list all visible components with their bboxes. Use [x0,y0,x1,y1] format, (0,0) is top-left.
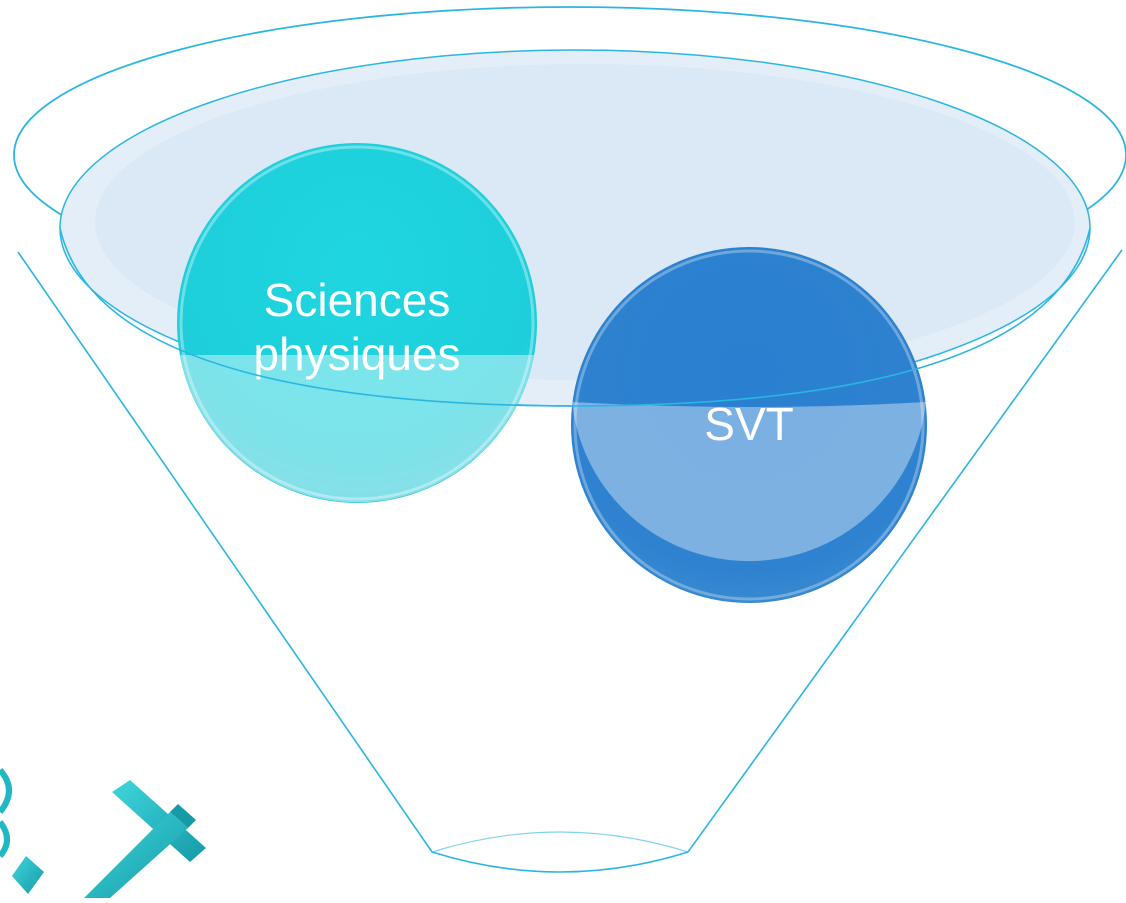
circle-sciences-physiques: Sciences physiques [177,143,537,503]
circle-sciences-label-line1: Sciences [264,274,451,326]
decorative-arrow-icon [0,767,206,898]
circle-sciences-label-line2: physiques [253,328,460,380]
funnel-body [17,249,1123,873]
circle-svt: SVT [571,247,927,603]
funnel-rim-front [59,227,1091,407]
funnel-bottom-curve [431,831,689,853]
circle-svt-label: SVT [704,398,793,450]
